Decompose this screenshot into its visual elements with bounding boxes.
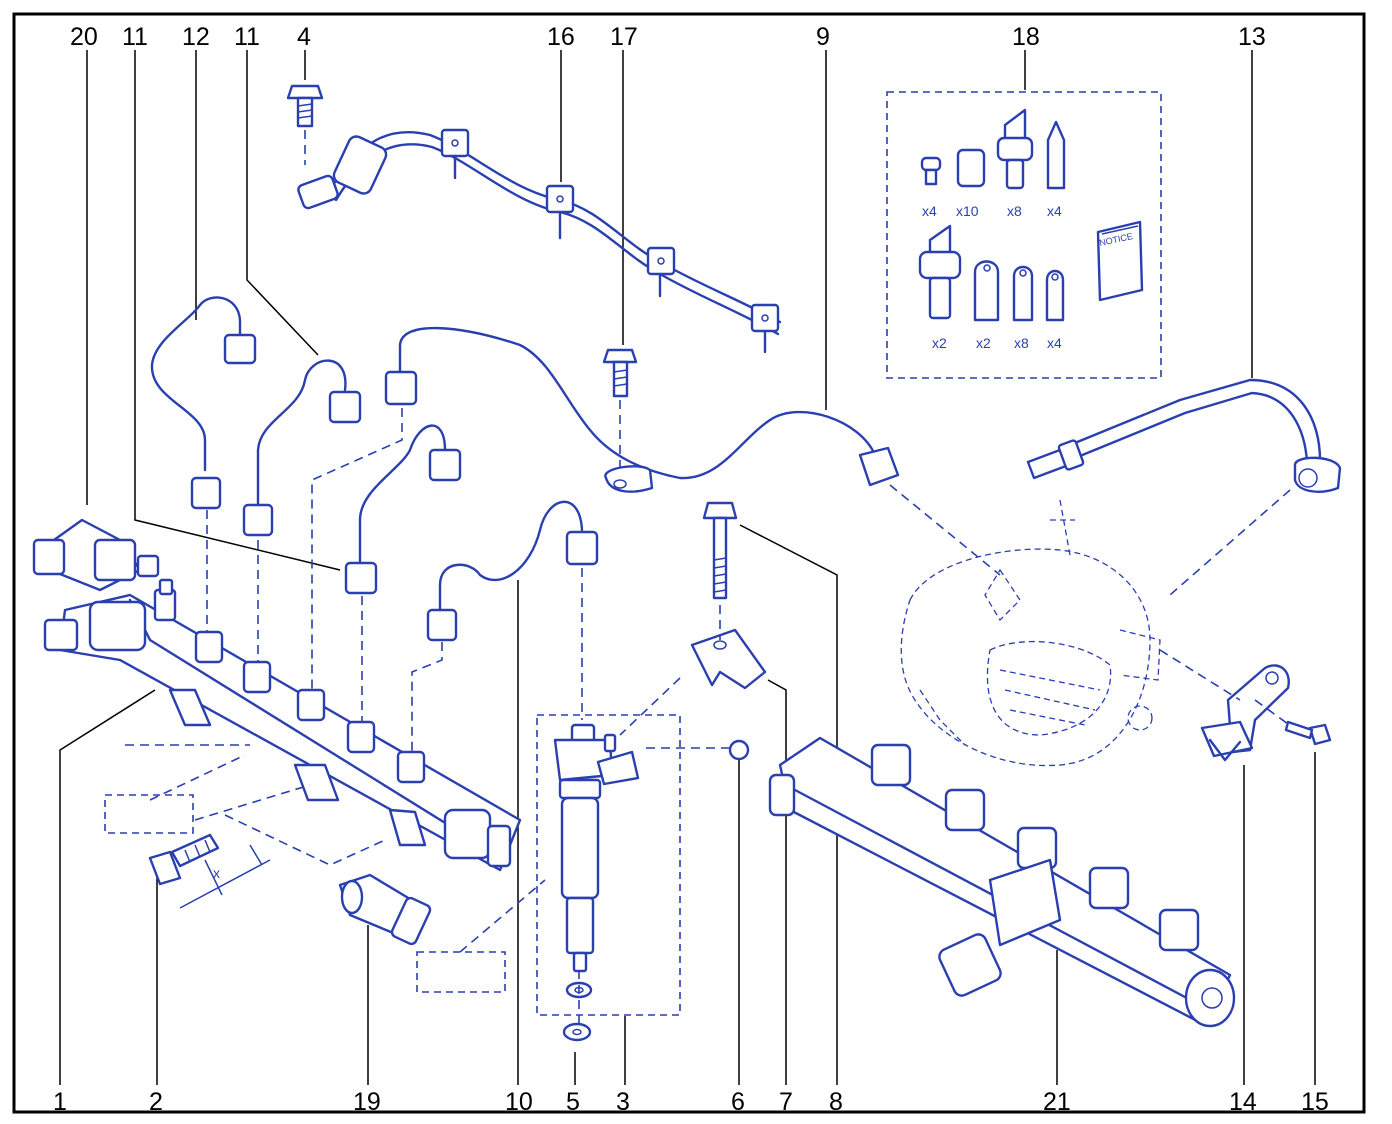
bottom-callouts: 1 2 19 10 5 3 6 7 8 21 14 15 — [53, 1088, 1329, 1116]
kit-clip-large — [928, 224, 952, 257]
callout-18: 18 — [1012, 23, 1040, 51]
high-pressure-pipes — [150, 296, 900, 642]
kit-tube-3 — [1045, 269, 1065, 322]
common-rail-1 — [43, 578, 522, 872]
injector-group-box — [536, 714, 681, 1016]
kit-qty-6: x2 — [976, 335, 991, 351]
dimension-x-label: x — [213, 865, 220, 881]
callout-20: 20 — [70, 23, 98, 51]
high-pressure-pump — [900, 499, 1161, 767]
leader-lines — [59, 50, 1316, 1085]
leader-8 — [739, 524, 838, 1085]
pressure-sensor-19 — [338, 873, 432, 946]
bolt-4 — [286, 84, 324, 165]
callout-3: 3 — [616, 1088, 630, 1116]
kit-qty-2: x10 — [956, 203, 979, 219]
kit-rivet-small — [920, 156, 942, 172]
kit-qty-5: x2 — [932, 335, 947, 351]
leader-11-left — [134, 50, 341, 571]
rail-bolt-2: x — [148, 833, 271, 909]
pipe-alignment-lines — [206, 408, 1291, 755]
leak-off-return-line — [297, 128, 782, 354]
kit-plug-pointed — [1046, 120, 1066, 190]
kit-18-box — [886, 91, 1162, 379]
leader-11-right — [246, 50, 319, 356]
kit-qty-4: x4 — [1047, 203, 1062, 219]
callout-11-right: 11 — [234, 23, 260, 51]
leader-7 — [767, 679, 787, 1085]
washer-5 — [562, 1022, 592, 1042]
kit-tube-1 — [973, 260, 1000, 322]
callout-15: 15 — [1301, 1088, 1329, 1116]
callout-16: 16 — [547, 23, 575, 51]
callout-8: 8 — [829, 1088, 843, 1116]
top-callouts: 20 11 12 11 4 16 17 9 18 13 — [70, 23, 1266, 51]
clamp-bolt-8 — [702, 501, 738, 600]
callout-9: 9 — [816, 23, 830, 51]
kit-qty-1: x4 — [922, 203, 937, 219]
diagram-frame — [12, 12, 1366, 1114]
pressure-regulator-20 — [32, 518, 160, 592]
kit-cap — [956, 148, 986, 188]
leader-1 — [59, 689, 156, 1085]
callout-21: 21 — [1043, 1088, 1071, 1116]
o-ring-6 — [728, 739, 750, 761]
callout-17: 17 — [610, 23, 638, 51]
fuel-feed-pipe-13 — [1026, 378, 1342, 493]
callout-1: 1 — [53, 1088, 67, 1116]
notice-booklet: NOTICE — [1096, 220, 1144, 302]
kit-qty-8: x4 — [1047, 335, 1062, 351]
callout-14: 14 — [1229, 1088, 1257, 1116]
dashed-box-bottom — [416, 951, 506, 993]
injector-assembly-3 — [536, 677, 730, 1025]
bolt-17 — [602, 348, 638, 470]
callout-4: 4 — [297, 23, 311, 51]
kit-tube-2 — [1012, 265, 1034, 322]
callout-2: 2 — [149, 1088, 163, 1116]
callout-12: 12 — [182, 23, 210, 51]
callout-6: 6 — [731, 1088, 745, 1116]
callout-19: 19 — [353, 1088, 381, 1116]
injector-clamp-7 — [690, 590, 767, 690]
kit-qty-3: x8 — [1007, 203, 1022, 219]
callout-10: 10 — [505, 1088, 533, 1116]
kit-qty-7: x8 — [1014, 335, 1029, 351]
common-rail-21 — [768, 736, 1236, 1028]
dashed-box-left — [104, 794, 194, 834]
screw-15 — [1254, 699, 1332, 746]
bracket-clip-14 — [1159, 649, 1290, 762]
rail-mounting-guides — [104, 744, 546, 993]
callout-5: 5 — [566, 1088, 580, 1116]
callout-7: 7 — [779, 1088, 793, 1116]
callout-11-left: 11 — [122, 23, 148, 51]
kit-clip-tall — [1003, 108, 1027, 142]
callout-13: 13 — [1238, 23, 1266, 51]
kit-18: x4 x10 x8 x4 x2 x2 x8 x4 NOTICE — [886, 91, 1162, 379]
